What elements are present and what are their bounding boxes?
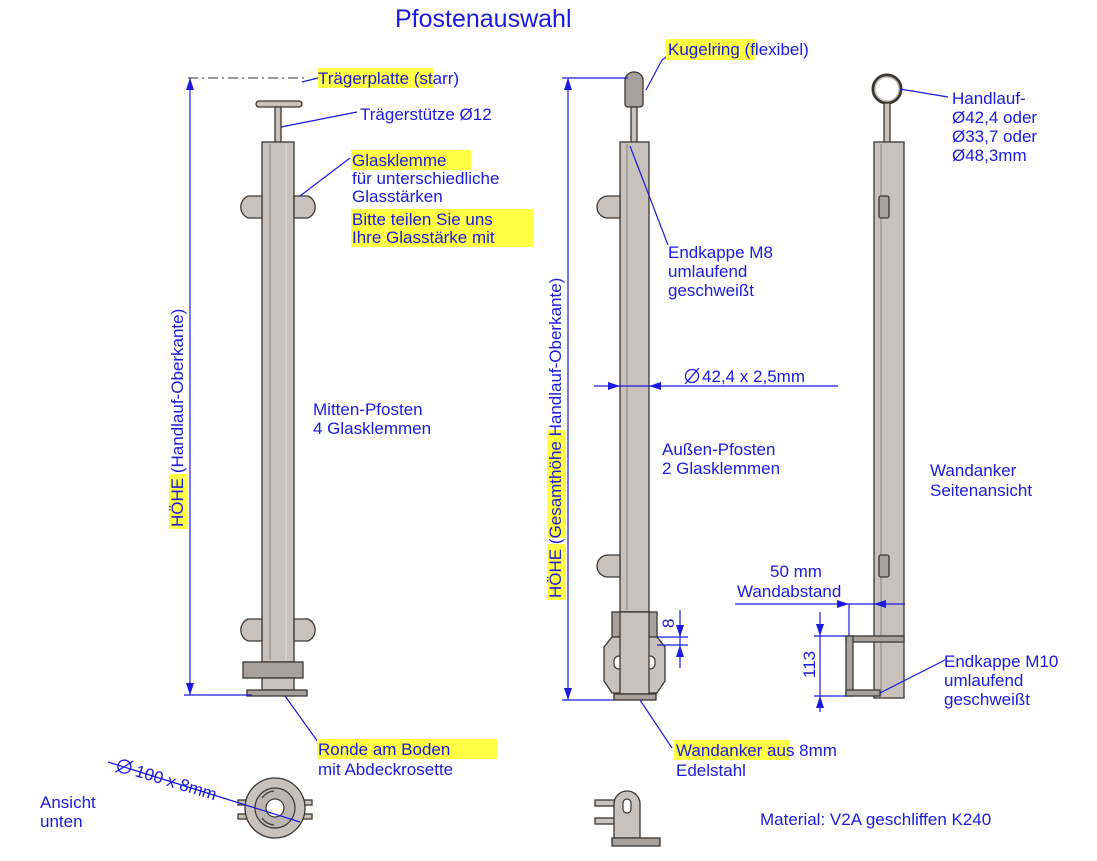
center-post-clamps: 4 Glasklemmen — [313, 419, 431, 438]
outer-post-drawing — [562, 55, 838, 749]
center-post-name: Mitten-Pfosten — [313, 400, 423, 419]
end-cap-m8-weld-2: geschweißt — [668, 281, 754, 300]
end-cap-m8-weld-1: umlaufend — [668, 262, 747, 281]
outer-post-labels: Kugelring (flexibel) Endkappe M8 umlaufe… — [546, 39, 837, 780]
end-cap-m10-label: Endkappe M10 — [944, 652, 1058, 671]
wall-anchor-side-labels: Handlauf- Ø42,4 oder Ø33,7 oder Ø48,3mm … — [737, 89, 1058, 709]
bottom-labels: 100 x 8mm Ansicht unten Material: V2A ge… — [40, 759, 991, 831]
wall-distance-label: Wandabstand — [737, 582, 841, 601]
bottom-view-label-1: Ansicht — [40, 793, 96, 812]
height-label-outer: HÖHE (Gesamthöhe Handlauf-Oberkante) — [546, 278, 565, 598]
bottom-view-label-2: unten — [40, 812, 83, 831]
glass-clamp-desc-1: für unterschiedliche — [352, 169, 499, 188]
diameter-icon — [684, 367, 700, 385]
center-post-drawing — [184, 77, 358, 743]
top-plate-label: Trägerplatte (starr) — [318, 69, 459, 88]
bottom-view-drawing — [107, 761, 661, 847]
side-view-label: Seitenansicht — [930, 481, 1032, 500]
handrail-label: Handlauf- — [952, 89, 1026, 108]
center-post-labels: Trägerplatte (starr) Trägerstütze Ø12 Gl… — [168, 68, 533, 779]
handrail-size-3: Ø48,3mm — [952, 146, 1027, 165]
ball-ring-label: Kugelring (flexibel) — [668, 40, 809, 59]
anchor-thickness-dim: 8 — [659, 619, 678, 628]
glass-clamp-desc-2: Glasstärken — [352, 187, 443, 206]
end-cap-m10-weld-1: umlaufend — [944, 671, 1023, 690]
glass-note-2: Ihre Glasstärke mit — [352, 228, 495, 247]
support-label: Trägerstütze Ø12 — [360, 105, 492, 124]
end-cap-m8-label: Endkappe M8 — [668, 243, 773, 262]
bracket-height-dim: 113 — [800, 651, 819, 678]
end-cap-m10-weld-2: geschweißt — [944, 690, 1030, 709]
handrail-size-1: Ø42,4 oder — [952, 108, 1037, 127]
wall-anchor-material: Edelstahl — [676, 761, 746, 780]
glass-note-1: Bitte teilen Sie uns — [352, 210, 493, 229]
base-rosette-label: mit Abdeckrosette — [318, 760, 453, 779]
wall-anchor-label: Wandanker aus 8mm — [676, 741, 837, 760]
disc-diameter-icon — [115, 759, 134, 774]
base-disc-label: Ronde am Boden — [318, 740, 450, 759]
glass-clamp-label: Glasklemme — [352, 151, 446, 170]
disc-size-label: 100 x 8mm — [133, 762, 219, 805]
page-title: Pfostenauswahl — [395, 5, 572, 33]
wall-anchor-name: Wandanker — [930, 461, 1017, 480]
wall-distance-value: 50 mm — [770, 562, 822, 581]
tube-diameter-label: 42,4 x 2,5mm — [702, 367, 805, 386]
outer-post-clamps: 2 Glasklemmen — [662, 459, 780, 478]
material-label: Material: V2A geschliffen K240 — [760, 810, 991, 829]
height-label-center: HÖHE (Handlauf-Oberkante) — [168, 309, 187, 527]
handrail-size-2: Ø33,7 oder — [952, 127, 1037, 146]
wall-anchor-side-drawing — [735, 73, 949, 712]
outer-post-name: Außen-Pfosten — [662, 440, 775, 459]
